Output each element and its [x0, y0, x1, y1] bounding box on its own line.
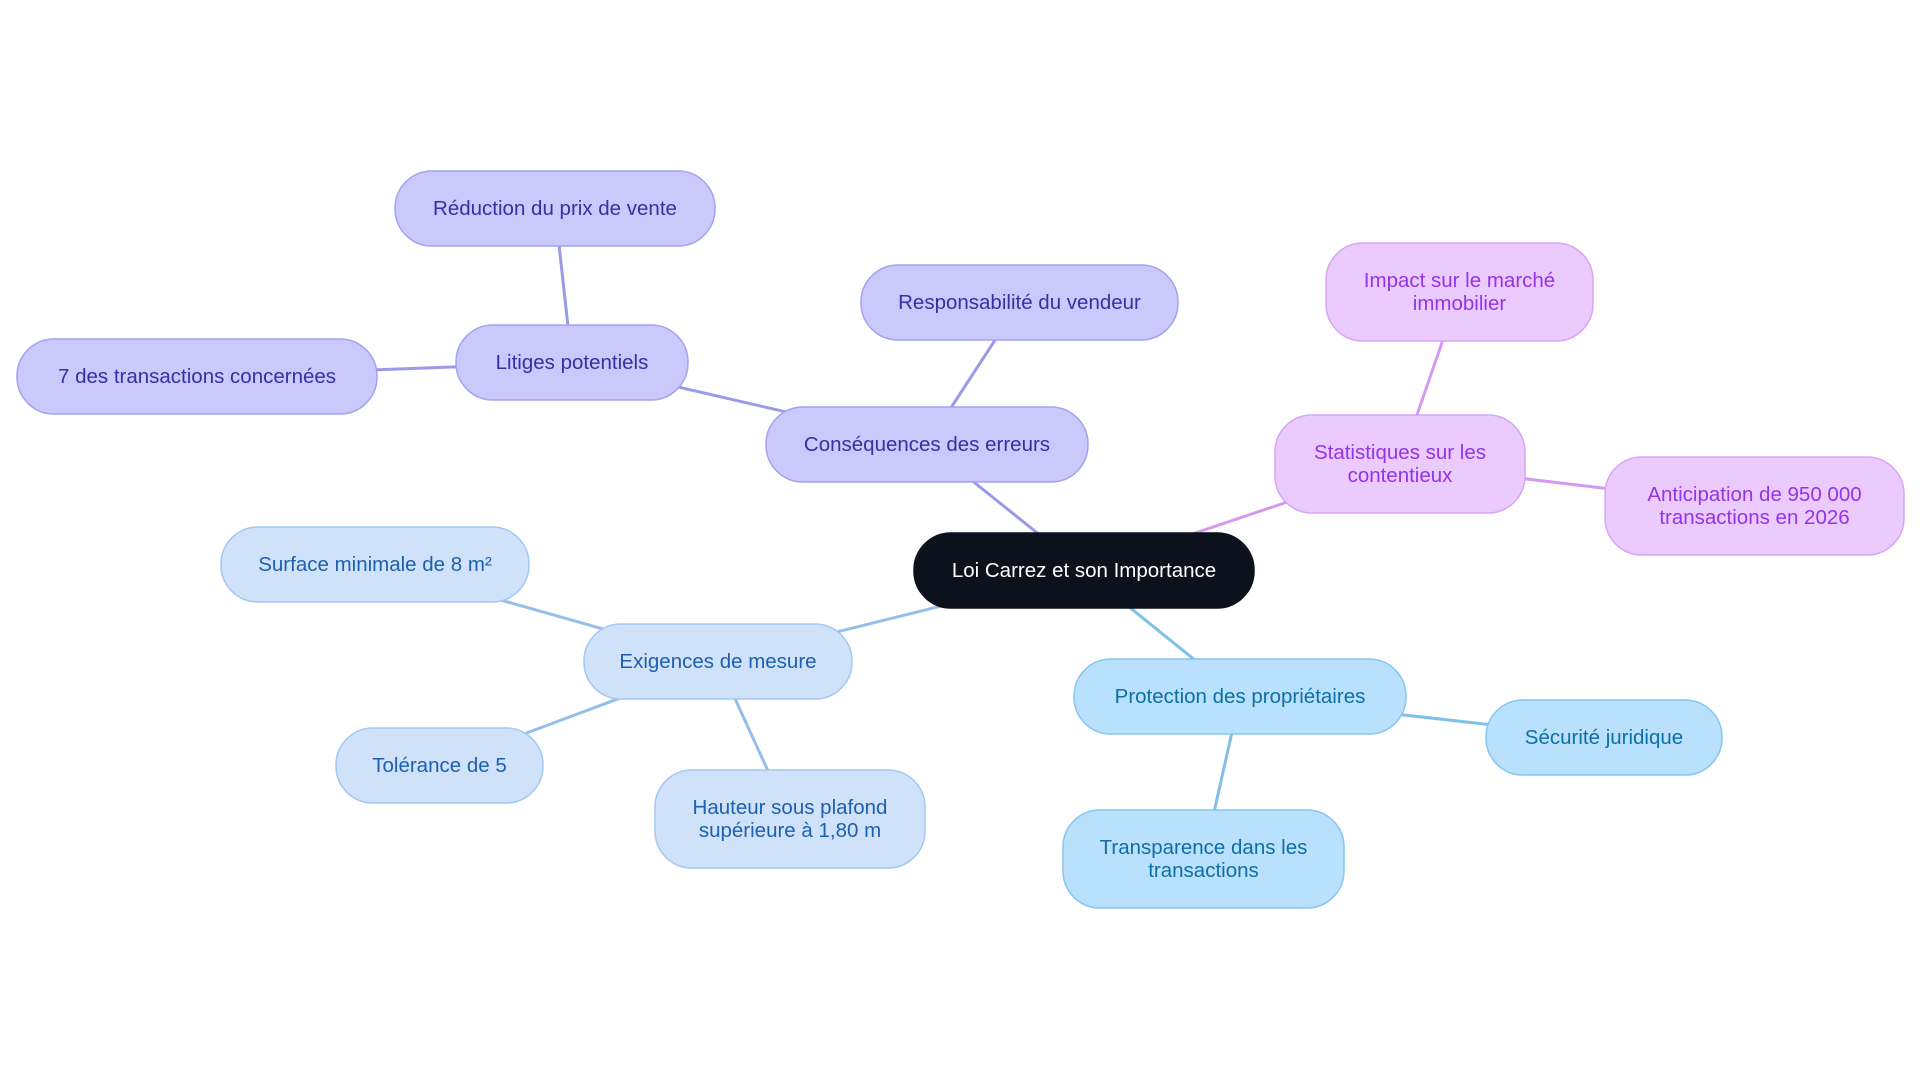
node-securite[interactable]: Sécurité juridique [1485, 699, 1723, 776]
node-label: Litiges potentiels [496, 351, 649, 374]
node-label: Protection des propriétaires [1115, 685, 1366, 708]
node-label: Impact sur le marché [1364, 269, 1555, 292]
node-consequences[interactable]: Conséquences des erreurs [765, 406, 1089, 483]
node-reduction[interactable]: Réduction du prix de vente [394, 170, 716, 247]
node-label: Statistiques sur les [1314, 441, 1486, 464]
node-box [913, 532, 1255, 609]
node-box [16, 338, 378, 415]
node-sept[interactable]: 7 des transactions concernées [16, 338, 378, 415]
node-label: transactions en 2026 [1659, 506, 1849, 529]
node-label: immobilier [1413, 292, 1507, 315]
node-label: Exigences de mesure [619, 650, 816, 673]
node-label: Conséquences des erreurs [804, 433, 1050, 456]
node-box [765, 406, 1089, 483]
node-label: Transparence dans les [1100, 836, 1308, 859]
node-label: Sécurité juridique [1525, 726, 1683, 749]
node-label: Surface minimale de 8 m² [258, 553, 492, 576]
node-box [1604, 456, 1905, 556]
nodes-layer: Loi Carrez et son Importance Conséquences… [16, 170, 1905, 909]
node-box [860, 264, 1179, 341]
node-responsabilite[interactable]: Responsabilité du vendeur [860, 264, 1179, 341]
node-box [335, 727, 544, 804]
node-label: Responsabilité du vendeur [898, 291, 1141, 314]
node-box [1325, 242, 1594, 342]
node-box [654, 769, 926, 869]
node-tolerance[interactable]: Tolérance de 5 [335, 727, 544, 804]
node-label: contentieux [1348, 464, 1454, 487]
node-box [220, 526, 530, 603]
node-box [1073, 658, 1407, 735]
node-label: supérieure à 1,80 m [699, 819, 881, 842]
node-label: Loi Carrez et son Importance [952, 559, 1216, 582]
node-litiges[interactable]: Litiges potentiels [455, 324, 689, 401]
node-box [1485, 699, 1723, 776]
node-box [1274, 414, 1526, 514]
node-protection[interactable]: Protection des propriétaires [1073, 658, 1407, 735]
central-node[interactable]: Loi Carrez et son Importance [913, 532, 1255, 609]
node-box [394, 170, 716, 247]
node-exigences[interactable]: Exigences de mesure [583, 623, 853, 700]
node-surface[interactable]: Surface minimale de 8 m² [220, 526, 530, 603]
node-box [1062, 809, 1345, 909]
node-box [455, 324, 689, 401]
node-label: transactions [1148, 859, 1259, 882]
node-box [583, 623, 853, 700]
node-label: 7 des transactions concernées [58, 365, 336, 388]
node-label: Réduction du prix de vente [433, 197, 677, 220]
node-label: Anticipation de 950 000 [1647, 483, 1861, 506]
node-label: Hauteur sous plafond [693, 796, 888, 819]
node-label: Tolérance de 5 [372, 754, 506, 777]
